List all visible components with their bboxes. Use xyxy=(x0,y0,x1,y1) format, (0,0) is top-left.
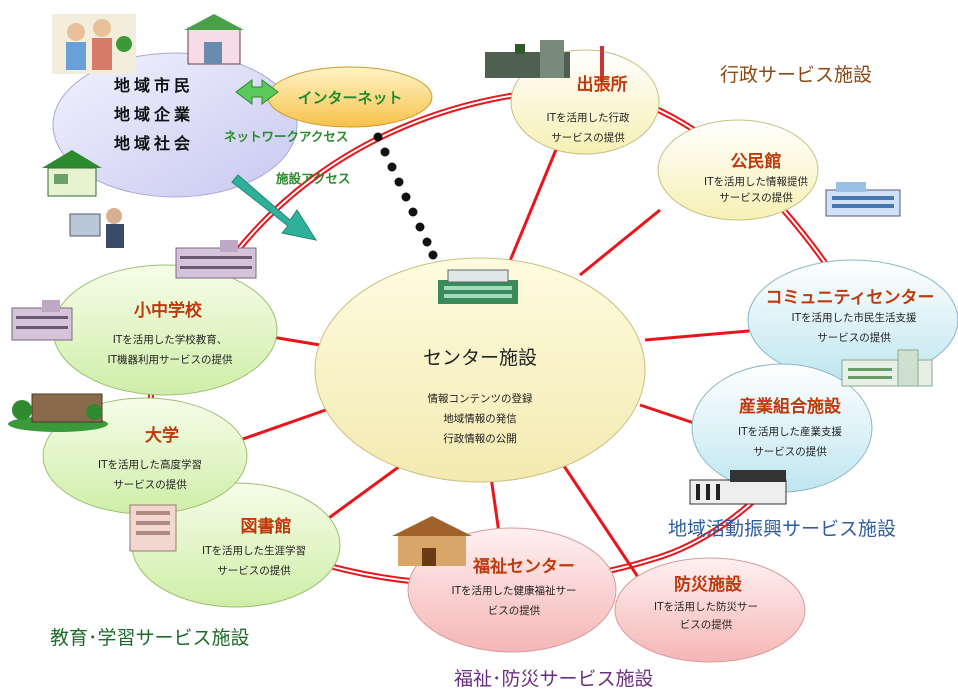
network-access-label: ネットワークアクセス xyxy=(224,129,349,144)
disaster-title: 防災施設 xyxy=(674,575,742,595)
community-center-line-1: ITを活用した市民生活支援 xyxy=(791,312,917,324)
branch-building-icon xyxy=(485,40,604,82)
branch-title: 出張所 xyxy=(576,75,628,95)
shop-icon xyxy=(184,14,244,65)
disaster-line-1: ITを活用した防災サー xyxy=(653,601,759,613)
residents-ellipse xyxy=(52,52,298,198)
welfare-center-line-2: ビスの提供 xyxy=(487,605,541,617)
disaster-ellipse xyxy=(614,557,806,663)
internet-label[interactable]: インターネット xyxy=(297,89,403,107)
welfare-center-title: 福祉センター xyxy=(473,557,575,577)
network-access-arrow xyxy=(235,79,279,105)
university-building-icon xyxy=(8,393,108,432)
resident-label-1: 地域市民 xyxy=(114,76,195,95)
welfare-center-line-1: ITを活用した健康福祉サー xyxy=(451,585,577,597)
center-line-3: 行政情報の公開 xyxy=(443,433,517,445)
family-illustration-icon xyxy=(52,14,136,74)
disaster-line-2: ビスの提供 xyxy=(679,619,733,631)
group-education-label: 教育･学習サービス施設 xyxy=(50,627,250,649)
community-center-title: コミュニティセンター xyxy=(765,288,935,308)
community-center-line-2: サービスの提供 xyxy=(817,332,891,344)
resident-label-3: 地域社会 xyxy=(114,134,195,153)
hall-line-1: ITを活用した情報提供 xyxy=(703,176,809,188)
library-title: 図書館 xyxy=(240,517,292,537)
school-building-icon xyxy=(11,300,73,341)
facility-access-label: 施設アクセス xyxy=(276,171,351,186)
center-line-2: 地域情報の発信 xyxy=(443,413,517,425)
school-title: 小中学校 xyxy=(134,301,202,321)
center-building-icon xyxy=(438,269,518,304)
library-line-2: サービスの提供 xyxy=(217,565,291,577)
group-admin-label: 行政サービス施設 xyxy=(720,64,873,86)
resident-label-2: 地域企業 xyxy=(114,105,195,124)
library-line-1: ITを活用した生涯学習 xyxy=(201,545,307,557)
branch-line-2: サービスの提供 xyxy=(551,132,625,144)
group-community-label: 地域活動振興サービス施設 xyxy=(668,518,897,540)
spoke-community xyxy=(644,328,761,342)
welfare-building-icon xyxy=(392,516,472,566)
industry-line-1: ITを活用した産業支援 xyxy=(737,426,843,438)
hall-title: 公民館 xyxy=(730,152,782,172)
university-title: 大学 xyxy=(145,426,179,446)
school-line-1: ITを活用した学校教育、 xyxy=(112,334,228,346)
spoke-industry xyxy=(639,403,701,427)
hall-building-icon xyxy=(825,182,901,217)
spoke-disaster xyxy=(558,459,642,581)
group-welfare-label: 福祉･防災サービス施設 xyxy=(454,668,654,690)
industry-building-icon xyxy=(689,470,787,505)
spoke-hall xyxy=(579,208,661,277)
branch-line-1: ITを活用した行政 xyxy=(546,112,630,124)
facility-access-arrow xyxy=(231,174,318,241)
hall-line-2: サービスの提供 xyxy=(719,192,793,204)
person-computer-icon xyxy=(69,208,124,248)
internet-dotted-line xyxy=(373,132,438,260)
spoke-university xyxy=(239,403,341,442)
hall-ellipse xyxy=(657,119,819,221)
university-line-2: サービスの提供 xyxy=(113,479,187,491)
center-title: センター施設 xyxy=(422,347,538,369)
building-icons xyxy=(8,14,933,566)
school2-building-icon xyxy=(175,240,257,279)
school-line-2: IT機器利用サービスの提供 xyxy=(107,354,233,366)
industry-line-2: サービスの提供 xyxy=(753,446,827,458)
university-line-1: ITを活用した高度学習 xyxy=(97,459,203,471)
center-facility-ellipse xyxy=(314,257,646,483)
center-line-1: 情報コンテンツの登録 xyxy=(427,393,533,405)
community-building-icon xyxy=(841,349,933,387)
industry-title: 産業組合施設 xyxy=(739,397,841,417)
house-icon xyxy=(42,150,102,197)
library-building-icon xyxy=(129,504,177,552)
